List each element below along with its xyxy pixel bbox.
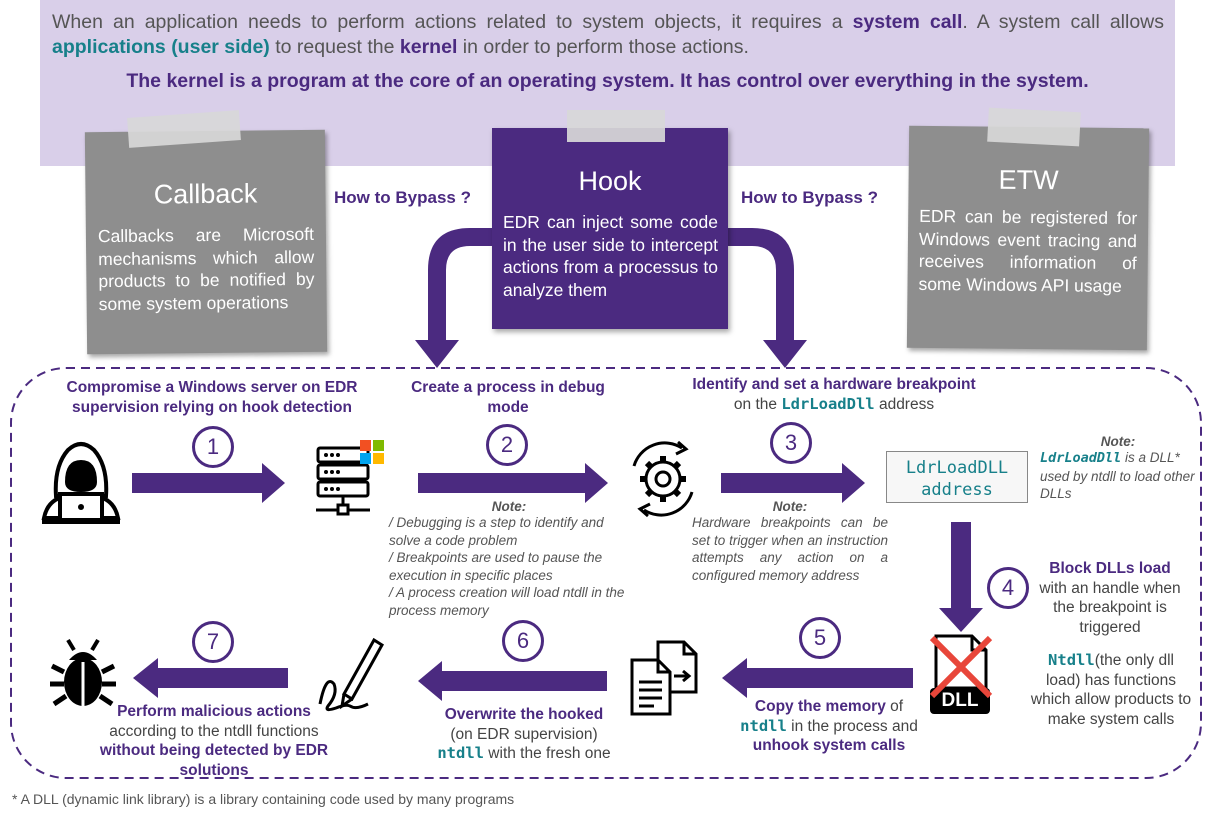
note-step-3: Note: Hardware breakpoints can be set to… <box>692 499 888 584</box>
arrow-step-3 <box>721 463 865 503</box>
note-ldrloaddll-heading: Note: <box>1100 434 1136 449</box>
note-step-2-line2: / Breakpoints are used to pause the exec… <box>389 550 603 583</box>
note-ldrloaddll-text: LdrLoadDll is a DLL* used by ntdll to lo… <box>1040 450 1195 501</box>
step-number-2: 2 <box>486 424 528 466</box>
intro-paragraph: When an application needs to perform act… <box>52 11 1165 58</box>
bypass-arrow-left <box>415 228 497 368</box>
etw-card: ETW EDR can be registered for Windows ev… <box>906 125 1150 351</box>
hook-card: Hook EDR can inject some code in the use… <box>492 128 728 329</box>
dll-label: DLL <box>941 690 979 711</box>
arrow-step-6 <box>418 661 607 701</box>
hook-tape <box>567 110 665 142</box>
callback-title: Callback <box>153 178 258 210</box>
bypass-label-left: How to Bypass ? <box>334 188 471 207</box>
process-dashed-frame <box>10 367 1202 779</box>
bypass-arrow-right <box>725 228 807 368</box>
note-step-3-text: Hardware breakpoints can be set to trigg… <box>692 515 888 583</box>
arrow-step-7 <box>133 658 288 698</box>
arrow-step-4 <box>939 522 983 632</box>
kernel-definition: The kernel is a program at the core of a… <box>126 70 1089 92</box>
callback-text: Callbacks are Microsoft mechanisms which… <box>97 223 315 314</box>
hacker-icon <box>41 442 121 524</box>
ldrloaddll-box-line2: address <box>921 480 993 500</box>
note-step-2-line1: / Debugging is a step to identify and so… <box>389 515 604 548</box>
arrow-step-5 <box>722 658 913 698</box>
gear-cycle-icon <box>632 440 694 518</box>
copy-files-icon <box>630 640 698 716</box>
ldrloaddll-box-line1: LdrLoadDLL <box>905 458 1009 478</box>
step-number-1: 1 <box>192 426 234 468</box>
callback-card: Callback Callbacks are Microsoft mechani… <box>84 129 328 355</box>
step-number-5: 5 <box>799 617 841 659</box>
note-step-3-heading: Note: <box>772 499 808 514</box>
bypass-label-right: How to Bypass ? <box>741 188 878 207</box>
step-number-3: 3 <box>770 422 812 464</box>
hook-title: Hook <box>578 166 642 196</box>
ntdll-note: Ntdll(the only dll load) has functions w… <box>1030 651 1192 728</box>
bug-icon <box>50 638 116 707</box>
step-2-title: Create a process in debug mode <box>411 379 605 416</box>
ldrloaddll-box: LdrLoadDLL address <box>886 451 1028 503</box>
etw-title: ETW <box>998 164 1059 196</box>
note-step-2-line3: / A process creation will load ntdll in … <box>389 585 625 618</box>
arrow-step-2 <box>418 463 608 503</box>
footer-note: * A DLL (dynamic link library) is a libr… <box>12 791 515 807</box>
etw-tape <box>987 107 1081 147</box>
note-step-2-heading: Note: <box>491 499 527 514</box>
step-number-4: 4 <box>987 567 1029 609</box>
step-6-text: Overwrite the hooked(on EDR supervision)… <box>437 706 611 762</box>
arrow-step-1 <box>132 463 285 503</box>
note-step-2: Note: / Debugging is a step to identify … <box>389 499 629 619</box>
pen-signature-icon <box>318 637 385 712</box>
note-ldrloaddll: Note: LdrLoadDll is a DLL* used by ntdll… <box>1040 434 1196 503</box>
step-5-text: Copy the memory of ntdll in the process … <box>740 698 918 754</box>
step-number-7: 7 <box>192 621 234 663</box>
step-number-6: 6 <box>502 620 544 662</box>
server-windows-icon <box>316 440 384 516</box>
step-1-title: Compromise a Windows server on EDR super… <box>66 379 358 416</box>
hook-text: EDR can inject some code in the user sid… <box>503 212 718 300</box>
etw-text: EDR can be registered for Windows event … <box>918 205 1138 296</box>
dll-blocked-icon: DLL <box>922 632 998 718</box>
